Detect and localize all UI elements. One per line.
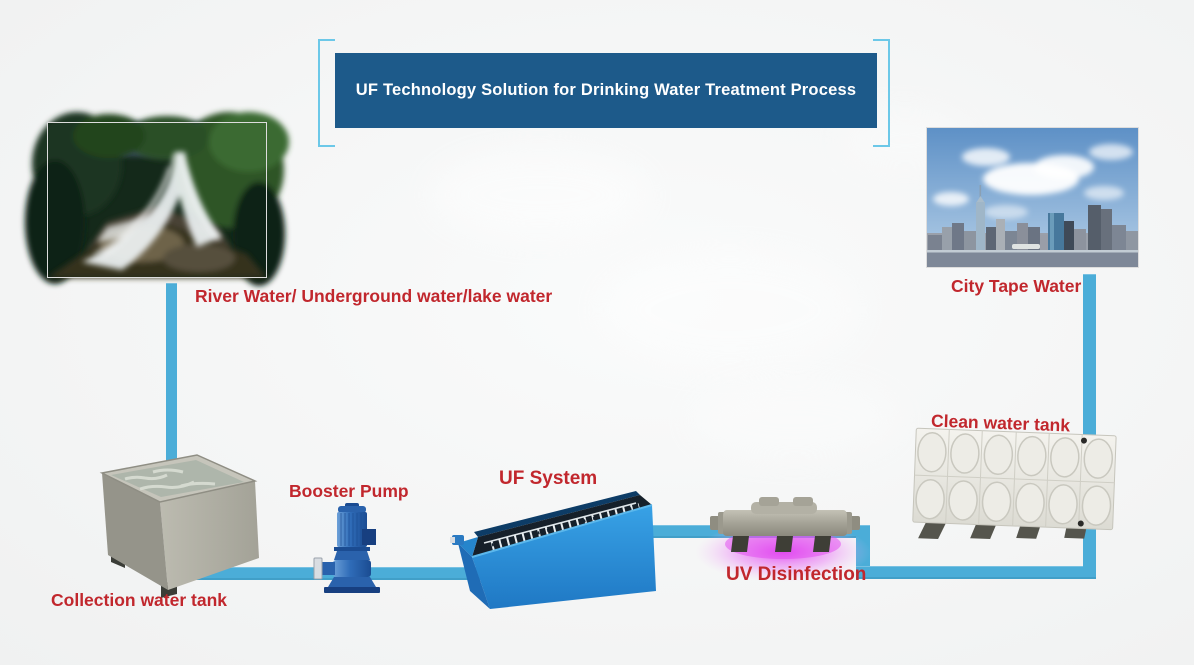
pipe-bottom-run [856, 566, 1096, 579]
uv-disinfection-label: UV Disinfection [726, 564, 867, 585]
booster-pump-illustration [312, 503, 384, 595]
page-title: UF Technology Solution for Drinking Wate… [355, 81, 857, 99]
collection-tank-illustration [85, 448, 270, 598]
city-tap-water-label: City Tape Water [951, 276, 1082, 296]
collection-tank-label: Collection water tank [51, 590, 228, 610]
background-watermark [430, 150, 650, 240]
pipe-source-down [166, 283, 177, 462]
title-bracket-right-icon [873, 39, 890, 147]
background-watermark [690, 380, 900, 460]
clean-water-tank-illustration [908, 424, 1125, 557]
title-banner: UF Technology Solution for Drinking Wate… [335, 53, 877, 128]
uv-disinfection-illustration [695, 492, 875, 592]
source-water-label: River Water/ Underground water/lake wate… [195, 286, 553, 306]
background-watermark [600, 250, 860, 370]
uf-system-illustration [450, 483, 662, 611]
uf-system-label: UF System [499, 468, 598, 489]
booster-pump-label: Booster Pump [289, 481, 409, 501]
waterfall-photo [25, 112, 289, 286]
city-skyline-photo [926, 127, 1139, 268]
title-bracket-left-icon [318, 39, 335, 147]
